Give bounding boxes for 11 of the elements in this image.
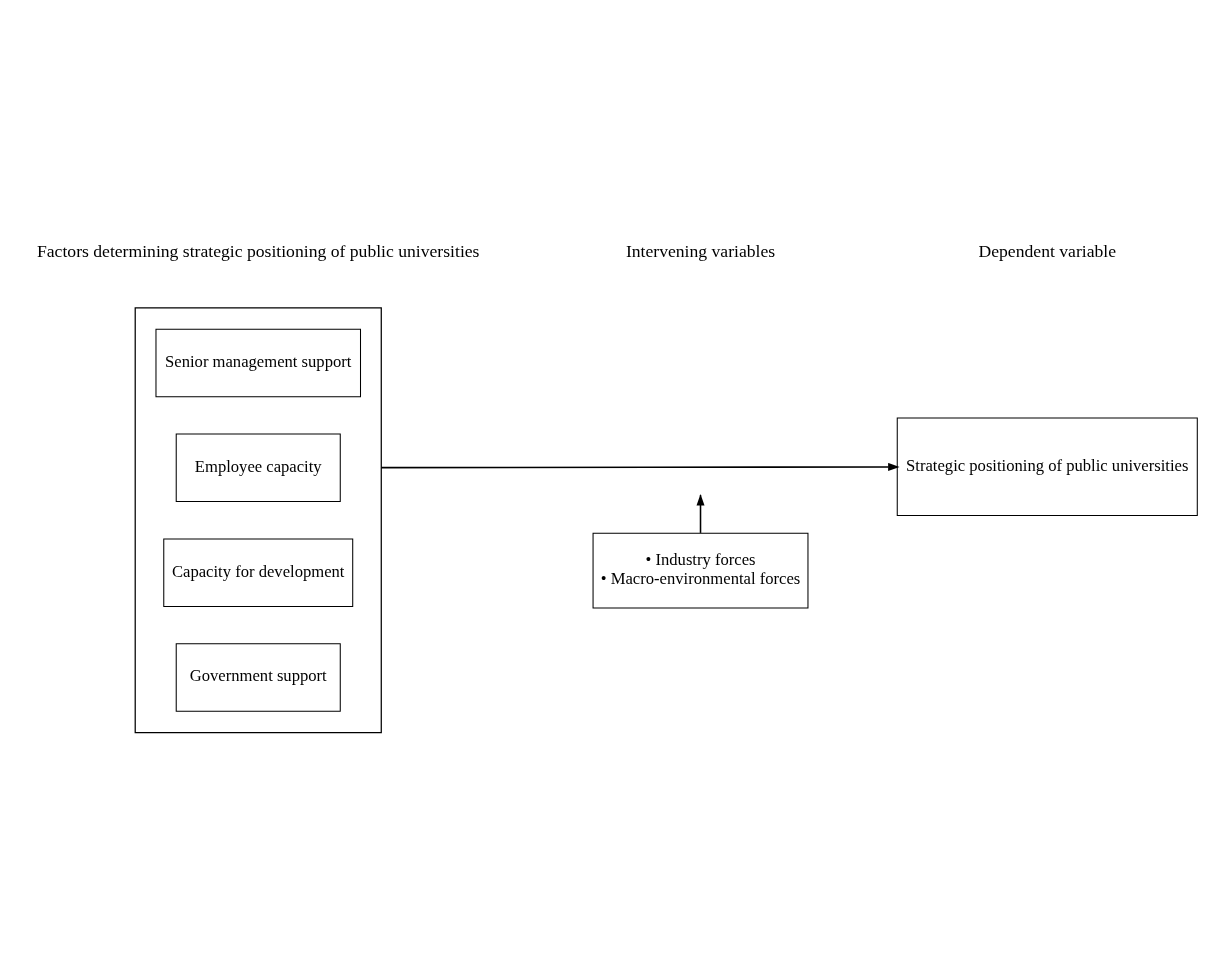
label: Dependent variable xyxy=(978,240,1117,261)
cluster xyxy=(134,306,382,733)
arrow xyxy=(380,462,900,471)
node-box: Capacity for development xyxy=(163,537,354,607)
label: Intervening variables xyxy=(625,240,776,261)
node-box: Senior management support xyxy=(155,328,361,397)
label: Factors determining strategic positioning of public universities xyxy=(36,240,480,261)
node-box: Government support xyxy=(175,642,341,712)
node-box: • Industry forces • Macro-environmental forces xyxy=(592,532,809,608)
node-box: Employee capacity xyxy=(175,433,341,502)
node-box: Strategic positioning of public universities xyxy=(896,416,1198,516)
